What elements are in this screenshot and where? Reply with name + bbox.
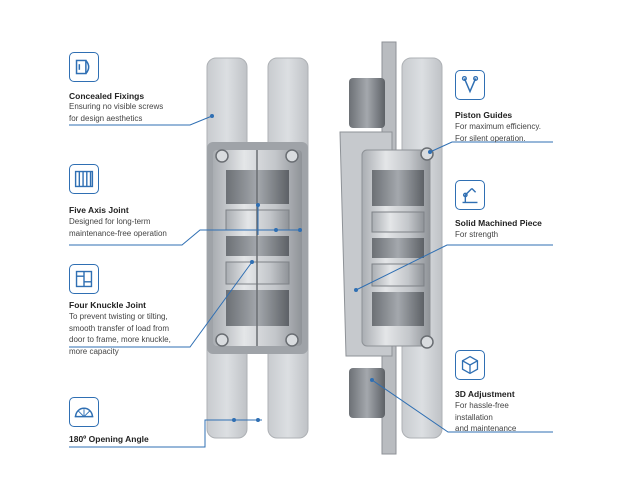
hinge-front-view — [206, 57, 309, 439]
hinge-side-view — [339, 41, 443, 455]
feature-desc-line: installation — [455, 412, 493, 422]
piston-guides-icon — [455, 70, 485, 100]
feature-desc-line: for design aesthetics — [69, 113, 143, 123]
feature-title: Concealed Fixings — [69, 91, 145, 101]
concealed-fixing-icon — [69, 52, 99, 82]
opening-angle-icon — [69, 397, 99, 427]
feature-desc-line: For silent operation. — [455, 133, 526, 143]
feature-desc-line: door to frame, more knuckle, — [69, 335, 171, 344]
feature-title: 180º Opening Angle — [69, 434, 149, 444]
feature-desc-line: and maintenance — [455, 424, 517, 433]
feature-title: Four Knuckle Joint — [69, 300, 146, 310]
feature-desc-line: To prevent twisting or tilting, — [69, 312, 168, 321]
feature-desc-line: Ensuring no visible screws — [69, 102, 164, 111]
leader-lines — [69, 115, 553, 448]
feature-desc-line: Designed for long-term — [69, 217, 151, 226]
feature-title: Solid Machined Piece — [455, 218, 542, 228]
machined-piece-icon — [455, 180, 485, 210]
feature-desc-line: For maximum efficiency. — [455, 122, 541, 131]
feature-title: 3D Adjustment — [455, 389, 515, 399]
feature-title: Five Axis Joint — [69, 205, 129, 215]
feature-title: Piston Guides — [455, 110, 513, 120]
four-knuckle-icon — [69, 264, 99, 294]
feature-desc-line: For strength — [455, 230, 499, 239]
feature-desc-line: For hassle-free — [455, 401, 509, 410]
3d-adjustment-icon — [455, 350, 485, 380]
leader-dots — [210, 114, 432, 422]
feature-desc-line: smooth transfer of load from — [69, 323, 170, 333]
feature-desc-line: maintenance-free operation — [69, 228, 167, 238]
feature-desc-line: more capacity — [69, 346, 119, 356]
five-axis-joint-icon — [69, 164, 99, 194]
